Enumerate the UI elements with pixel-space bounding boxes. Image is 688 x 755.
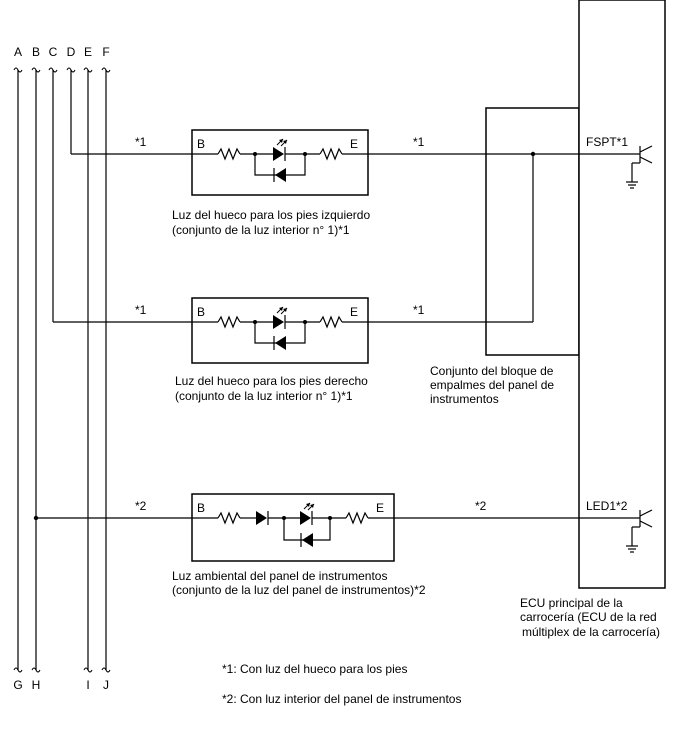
resistor [217, 511, 241, 525]
legend-note-1: *1: Con luz del hueco para los pies [222, 662, 407, 676]
pin-label-e: E [376, 501, 384, 515]
break-mark-bottom [13, 667, 23, 673]
terminal-label-a: A [14, 45, 22, 59]
pin-label-e: E [350, 305, 358, 319]
terminal-label-c: C [49, 45, 58, 59]
break-mark-bottom [31, 667, 41, 673]
break-mark-bottom [101, 667, 111, 673]
resistor [217, 147, 241, 161]
diode-symbol [302, 533, 313, 547]
terminal-label-g: G [13, 678, 22, 692]
resistor [345, 511, 369, 525]
led-symbol [300, 511, 311, 525]
left-footwell-light: B E [191, 129, 369, 196]
pin-label-e: E [350, 137, 358, 151]
terminal-label-d: D [67, 45, 76, 59]
splice-point [33, 515, 39, 521]
legend-note-2: *2: Con luz interior del panel de instru… [222, 692, 461, 706]
bus-wires [13, 67, 111, 673]
body-ecu [578, 0, 666, 589]
led-symbol [273, 315, 284, 329]
right-footwell-caption: (conjunto de la luz interior n° 1)*1 [175, 389, 353, 403]
terminal-label-h: H [32, 678, 41, 692]
right-footwell-caption: Luz del hueco para los pies derecho [175, 374, 368, 388]
left-footwell-caption: (conjunto de la luz interior n° 1)*1 [172, 223, 350, 237]
transistor-fspt [626, 145, 653, 189]
wire-note-label: *1 [413, 135, 425, 149]
panel-ambient-caption: (conjunto de la luz del panel de instrum… [172, 583, 426, 597]
break-mark-bottom [83, 667, 93, 673]
diode-symbol [256, 511, 267, 525]
ecu-terminal-led1: LED1*2 [586, 499, 628, 513]
terminal-label-b: B [32, 45, 40, 59]
pin-label-b: B [197, 501, 205, 515]
pin-label-b: B [197, 305, 205, 319]
wire-note-label: *2 [135, 499, 147, 513]
wire-note-label: *1 [413, 303, 425, 317]
pin-label-b: B [197, 137, 205, 151]
resistor [217, 315, 241, 329]
terminal-label-i: I [86, 678, 89, 692]
resistor [319, 315, 343, 329]
wire-note-label: *1 [135, 303, 147, 317]
panel-ambient-caption: Luz ambiental del panel de instrumentos [172, 569, 387, 583]
diode-symbol [275, 336, 286, 350]
ecu-caption: carrocería (ECU de la red [520, 610, 657, 624]
component-box [191, 493, 395, 562]
right-footwell-light: B E [191, 297, 369, 364]
transistor-led1 [626, 509, 653, 553]
ecu-terminal-fspt: FSPT*1 [586, 135, 628, 149]
left-footwell-caption: Luz del hueco para los pies izquierdo [172, 208, 370, 222]
splice-point [530, 151, 536, 157]
resistor [319, 147, 343, 161]
ecu-caption: ECU principal de la [520, 596, 623, 610]
junction-block-caption: empalmes del panel de [430, 378, 554, 392]
junction-block-caption: Conjunto del bloque de [430, 364, 554, 378]
panel-ambient-light: B E [191, 493, 395, 562]
wire-note-label: *2 [475, 499, 487, 513]
wire-note-label: *1 [135, 135, 147, 149]
terminal-label-f: F [102, 45, 109, 59]
terminal-label-e: E [84, 45, 92, 59]
terminal-label-j: J [103, 678, 109, 692]
junction-block-caption: instrumentos [430, 392, 499, 406]
ecu-caption: múltiplex de la carrocería) [522, 625, 660, 639]
diode-symbol [275, 168, 286, 182]
led-symbol [273, 147, 284, 161]
